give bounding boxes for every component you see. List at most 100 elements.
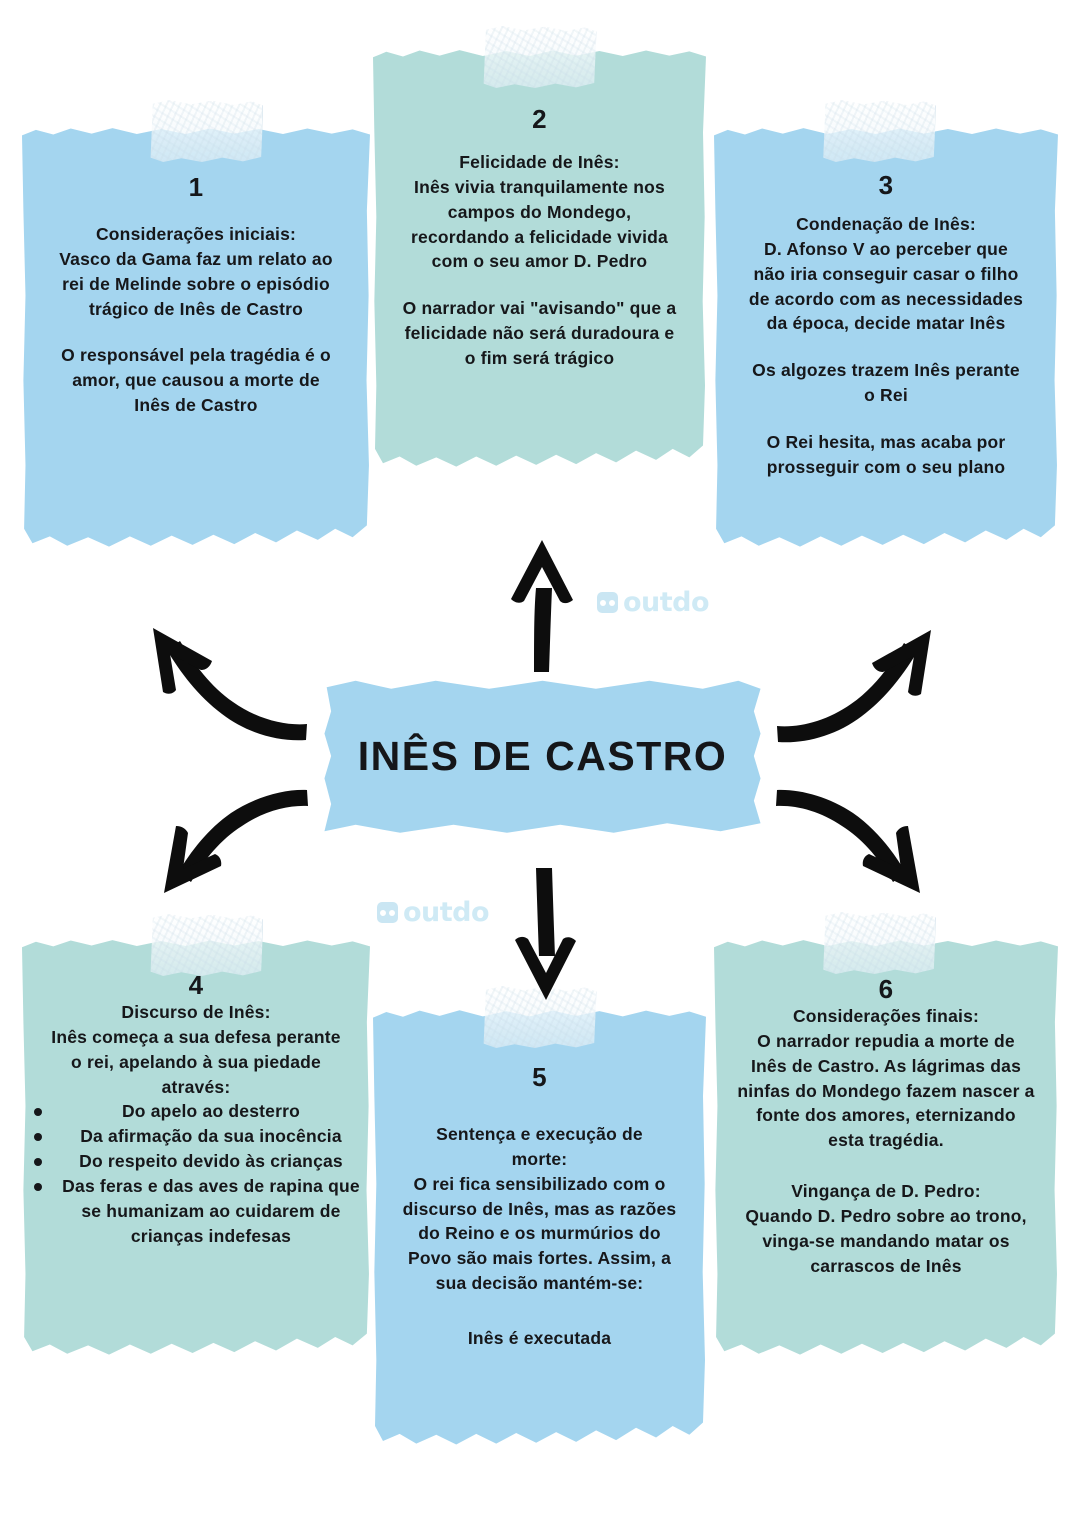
card-line: discurso de Inês, mas as razões: [402, 1198, 677, 1219]
card-line: de acordo com as necessidades: [748, 288, 1024, 309]
robot-icon: [377, 902, 398, 923]
card-line: não iria conseguir casar o filho: [753, 263, 1019, 284]
card-paper-6: [714, 940, 1058, 1355]
card-paragraph: Sentença e execução de morte: O rei fica…: [385, 1122, 694, 1296]
paragraph-gap: [722, 1153, 1050, 1179]
card-line: esta tragédia.: [828, 1130, 944, 1151]
card-line: Inês de Castro. As lágrimas das: [750, 1055, 1022, 1076]
card-line: felicidade não será duradoura e: [404, 323, 675, 344]
bullet-item: Das feras e das aves de rapina que se hu…: [34, 1174, 360, 1249]
card-line: Sentença e execução de: [436, 1124, 643, 1144]
mindmap-card-6[interactable]: 6 Considerações finais: O narrador repud…: [714, 912, 1058, 1358]
card-line: do Reino e os murmúrios do: [418, 1223, 661, 1244]
card-line: Inês começa a sua defesa perante: [51, 1026, 341, 1047]
mindmap-card-2[interactable]: 2 Felicidade de Inês: Inês vivia tranqui…: [373, 26, 706, 470]
paragraph-gap: [38, 321, 354, 343]
card-paragraph: O responsável pela tragédia é o amor, qu…: [38, 343, 354, 418]
card-paragraph: Os algozes trazem Inês perante o Rei: [726, 358, 1046, 408]
card-line: trágico de Inês de Castro: [88, 298, 304, 319]
card-paragraph: Vingança de D. Pedro: Quando D. Pedro so…: [722, 1179, 1050, 1278]
bullet-dot-icon: [34, 1108, 42, 1117]
bullet-text: Das feras e das aves de rapina que se hu…: [62, 1175, 360, 1246]
card-line: Os algozes trazem Inês perante: [752, 360, 1020, 381]
card-number-4: 4: [188, 970, 204, 1000]
card-line: Povo são mais fortes. Assim, a: [407, 1248, 672, 1269]
card-number-6: 6: [878, 974, 894, 1004]
card-line: Vasco da Gama faz um relato ao: [59, 248, 333, 269]
card-line: O responsável pela tragédia é o: [61, 345, 331, 366]
card-line: Considerações iniciais:: [95, 224, 297, 244]
bullet-text: Do respeito devido às crianças: [79, 1151, 343, 1172]
card-number-5: 5: [532, 1062, 547, 1092]
card-line: Condenação de Inês:: [796, 214, 976, 234]
robot-icon: [597, 592, 618, 613]
card-paper-4: [22, 940, 370, 1355]
arrow-center-to-card-5: [515, 868, 576, 1000]
card-paragraph: Discurso de Inês: Inês começa a sua defe…: [32, 1000, 360, 1099]
mindmap-card-5[interactable]: 5 Sentença e execução de morte: O rei fi…: [373, 986, 706, 1448]
card-line: com o seu amor D. Pedro: [431, 251, 648, 272]
tape-strip-6: [823, 912, 937, 974]
card-line: Considerações finais:: [792, 1006, 980, 1026]
watermark-outdo-bottom: outdo: [377, 899, 490, 926]
tape-strip-2: [483, 26, 597, 88]
mindmap-card-1[interactable]: 1 Considerações iniciais: Vasco da Gama …: [22, 100, 370, 550]
card-line: Felicidade de Inês:: [459, 152, 620, 172]
bullet-item: Do apelo ao desterro: [34, 1099, 360, 1124]
watermark-outdo-top: outdo: [597, 587, 710, 618]
card-line: sua decisão mantém-se:: [435, 1273, 644, 1294]
card-paper-5: [373, 1010, 706, 1445]
bullet-item: Do respeito devido às crianças: [34, 1149, 360, 1174]
card-line: através:: [161, 1076, 231, 1097]
arrow-center-to-card-4: [164, 789, 308, 893]
bullet-text: Da afirmação da sua inocência: [80, 1126, 342, 1147]
center-title-text: INÊS DE CASTRO: [357, 732, 728, 779]
card-line: Inês é executada: [467, 1327, 612, 1348]
arrow-center-to-card-2: [511, 540, 573, 672]
card-line: O narrador vai "avisando" que a: [402, 298, 677, 319]
card-paragraph: Felicidade de Inês: Inês vivia tranquila…: [385, 150, 694, 274]
paragraph-gap: [385, 274, 694, 296]
mindmap-card-4[interactable]: 4 Discurso de Inês: Inês começa a sua de…: [22, 914, 370, 1358]
card-line: carrascos de Inês: [810, 1255, 962, 1276]
mindmap-card-3[interactable]: 3 Condenação de Inês: D. Afonso V ao per…: [714, 100, 1058, 550]
card-bullet-list: Do apelo ao desterro Da afirmação da sua…: [32, 1099, 360, 1248]
card-line: morte:: [511, 1148, 568, 1169]
paragraph-gap: [385, 1296, 694, 1326]
bullet-text: Do apelo ao desterro: [121, 1101, 301, 1122]
card-line: O rei fica sensibilizado com o: [413, 1173, 666, 1194]
arrow-center-to-card-3: [777, 630, 931, 743]
tape-strip-4: [150, 914, 264, 976]
card-paper-3: [714, 128, 1058, 547]
card-line: Discurso de Inês:: [121, 1002, 271, 1022]
card-paragraph: O narrador vai "avisando" que a felicida…: [385, 296, 694, 371]
card-number-2: 2: [532, 104, 547, 134]
arrow-center-to-card-1: [153, 628, 307, 741]
card-line: Vingança de D. Pedro:: [791, 1181, 981, 1202]
card-line: fonte dos amores, eternizando: [756, 1105, 1016, 1126]
tape-strip-5: [483, 986, 597, 1048]
card-number-3: 3: [878, 170, 894, 200]
bullet-dot-icon: [34, 1133, 42, 1142]
card-paragraph: O Rei hesita, mas acaba por prosseguir c…: [726, 430, 1046, 480]
bullet-item: Da afirmação da sua inocência: [34, 1124, 360, 1149]
card-line: campos do Mondego,: [447, 201, 632, 222]
card-paragraph: Considerações finais: O narrador repudia…: [722, 1004, 1050, 1153]
card-line: amor, que causou a morte de: [72, 370, 320, 391]
card-number-1: 1: [188, 172, 204, 202]
card-line: Inês vivia tranquilamente nos: [414, 176, 665, 197]
card-line: da época, decide matar Inês: [766, 313, 1006, 334]
card-line: D. Afonso V ao perceber que: [764, 238, 1008, 259]
card-line: Inês de Castro: [134, 395, 258, 416]
watermark-label: outdo: [623, 587, 710, 618]
bullet-dot-icon: [34, 1182, 42, 1191]
bullet-dot-icon: [34, 1158, 42, 1167]
card-line: rei de Melinde sobre o episódio: [62, 273, 330, 294]
card-paper-1: [22, 128, 370, 547]
tape-strip-1: [150, 100, 264, 162]
card-paragraph: Inês é executada: [385, 1326, 694, 1351]
card-line: o fim será trágico: [464, 347, 615, 368]
center-title-banner[interactable]: INÊS DE CASTRO: [320, 676, 765, 836]
card-line: O Rei hesita, mas acaba por: [766, 431, 1006, 452]
